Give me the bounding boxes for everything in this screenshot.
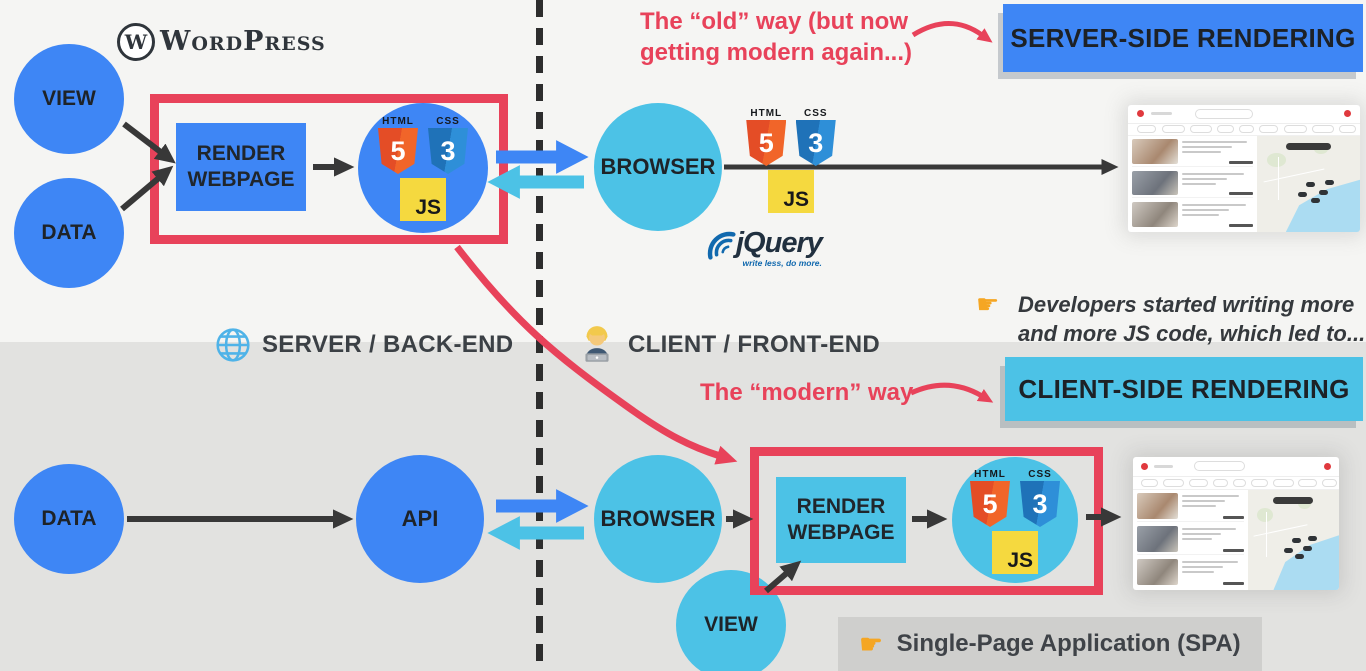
spa-box: ☛ Single-Page Application (SPA) (838, 617, 1262, 671)
js-icon: JS (768, 170, 814, 213)
site-logo-icon (1141, 462, 1149, 470)
listing-row (1137, 558, 1244, 587)
website-screenshot-bottom (1133, 457, 1339, 590)
html-label: HTML (974, 469, 1006, 480)
client-frontend-label: CLIENT / FRONT-END (576, 324, 880, 366)
map-search-pill (1273, 496, 1314, 504)
old-way-line2: getting modern again...) (640, 39, 913, 66)
api-circle: API (356, 455, 484, 583)
browser-circle-top: BROWSER (594, 103, 722, 231)
jquery-logo: jQuery write less, do more. (706, 227, 823, 268)
html-digit: 5 (390, 135, 406, 166)
render-line1: RENDER (796, 495, 886, 518)
html5-shield-icon: 5 (746, 120, 787, 166)
css-label: CSS (1028, 469, 1052, 480)
html-digit: 5 (758, 127, 774, 158)
render-webpage-box-bottom: RENDER WEBPAGE (776, 477, 906, 563)
old-way-note: The “old” way (but now getting modern ag… (640, 6, 912, 68)
server-backend-text: SERVER / BACK-END (262, 331, 514, 358)
js-icon: JS (992, 531, 1038, 574)
css3-shield-icon: 3 (795, 120, 836, 166)
site-filter-bar (1133, 477, 1339, 490)
client-side-rendering-box: CLIENT-SIDE RENDERING (1005, 357, 1363, 421)
render-line1: RENDER (196, 142, 286, 165)
css3-badge: CSS 3 (426, 116, 471, 174)
html5-badge: HTML 5 (744, 108, 789, 166)
css-label: CSS (436, 116, 460, 127)
server-side-rendering-box: SERVER-SIDE RENDERING (1003, 4, 1363, 72)
site-listings (1128, 136, 1257, 232)
jquery-tagline: write less, do more. (742, 258, 822, 268)
site-avatar (1343, 110, 1351, 118)
jquery-wordmark: jQuery (736, 227, 823, 259)
html-digit: 5 (982, 488, 998, 519)
wordpress-logo: W WordPress (116, 22, 326, 62)
delivered-assets-badges: HTML 5 CSS 3 JS (744, 108, 838, 213)
site-filter-bar (1128, 124, 1360, 137)
render-line2: WEBPAGE (787, 521, 895, 544)
listing-row (1137, 525, 1244, 555)
listing-row (1132, 139, 1253, 167)
browser-circle-bottom: BROWSER (594, 455, 722, 583)
css3-badge: CSS 3 (1018, 469, 1063, 527)
developers-note-line1: Developers started writing more (1018, 292, 1355, 317)
site-listings (1133, 490, 1248, 590)
map-sea (1273, 535, 1339, 590)
listing-row (1132, 170, 1253, 199)
html5-badge: HTML 5 (968, 469, 1013, 527)
wordpress-wordmark: WordPress (160, 26, 326, 57)
js-icon: JS (400, 178, 446, 221)
html5-badge: HTML 5 (376, 116, 421, 174)
site-avatar (1323, 462, 1331, 470)
server-client-divider-line (536, 0, 543, 671)
client-frontend-text: CLIENT / FRONT-END (628, 331, 881, 358)
data-circle-bottom: DATA (14, 464, 124, 574)
site-logo-icon (1137, 110, 1145, 118)
css-digit: 3 (808, 127, 824, 158)
server-backend-label: SERVER / BACK-END (214, 326, 513, 364)
site-header (1128, 105, 1360, 124)
html-css-js-circle-top: HTML 5 CSS 3 JS (358, 103, 488, 233)
html-label: HTML (382, 116, 414, 127)
css3-badge: CSS 3 (794, 108, 839, 166)
css-label: CSS (803, 108, 828, 119)
developers-note-line2: and more JS code, which led to... (1018, 321, 1366, 346)
developers-note: Developers started writing more and more… (1018, 290, 1365, 348)
listing-row (1137, 492, 1244, 522)
map-search-pill (1285, 142, 1332, 150)
html-css-js-circle-bottom: HTML 5 CSS 3 JS (952, 457, 1078, 583)
site-map (1256, 136, 1360, 232)
website-screenshot-top (1128, 105, 1360, 232)
spa-text: Single-Page Application (SPA) (896, 630, 1241, 657)
globe-icon (216, 328, 250, 362)
old-way-line1: The “old” way (but now (640, 8, 908, 35)
svg-text:W: W (124, 30, 148, 54)
site-map (1247, 489, 1339, 590)
render-line2: WEBPAGE (187, 168, 295, 191)
jquery-swirl-icon (707, 231, 736, 260)
pointing-finger-icon: ☛ (976, 289, 1000, 319)
view-circle-top: VIEW (14, 44, 124, 154)
modern-way-note: The “modern” way (700, 379, 914, 406)
site-header (1133, 457, 1339, 477)
pointing-finger-icon: ☛ (859, 629, 883, 659)
css-digit: 3 (440, 135, 456, 166)
wordpress-icon: W (117, 23, 155, 61)
data-circle-top: DATA (14, 178, 124, 288)
client-render-highlight-box (750, 447, 1103, 595)
html-label: HTML (750, 108, 783, 119)
map-sea (1285, 179, 1360, 232)
technologist-icon (585, 326, 609, 362)
css-digit: 3 (1032, 488, 1048, 519)
listing-row (1132, 202, 1253, 229)
render-webpage-box-top: RENDER WEBPAGE (176, 123, 306, 211)
